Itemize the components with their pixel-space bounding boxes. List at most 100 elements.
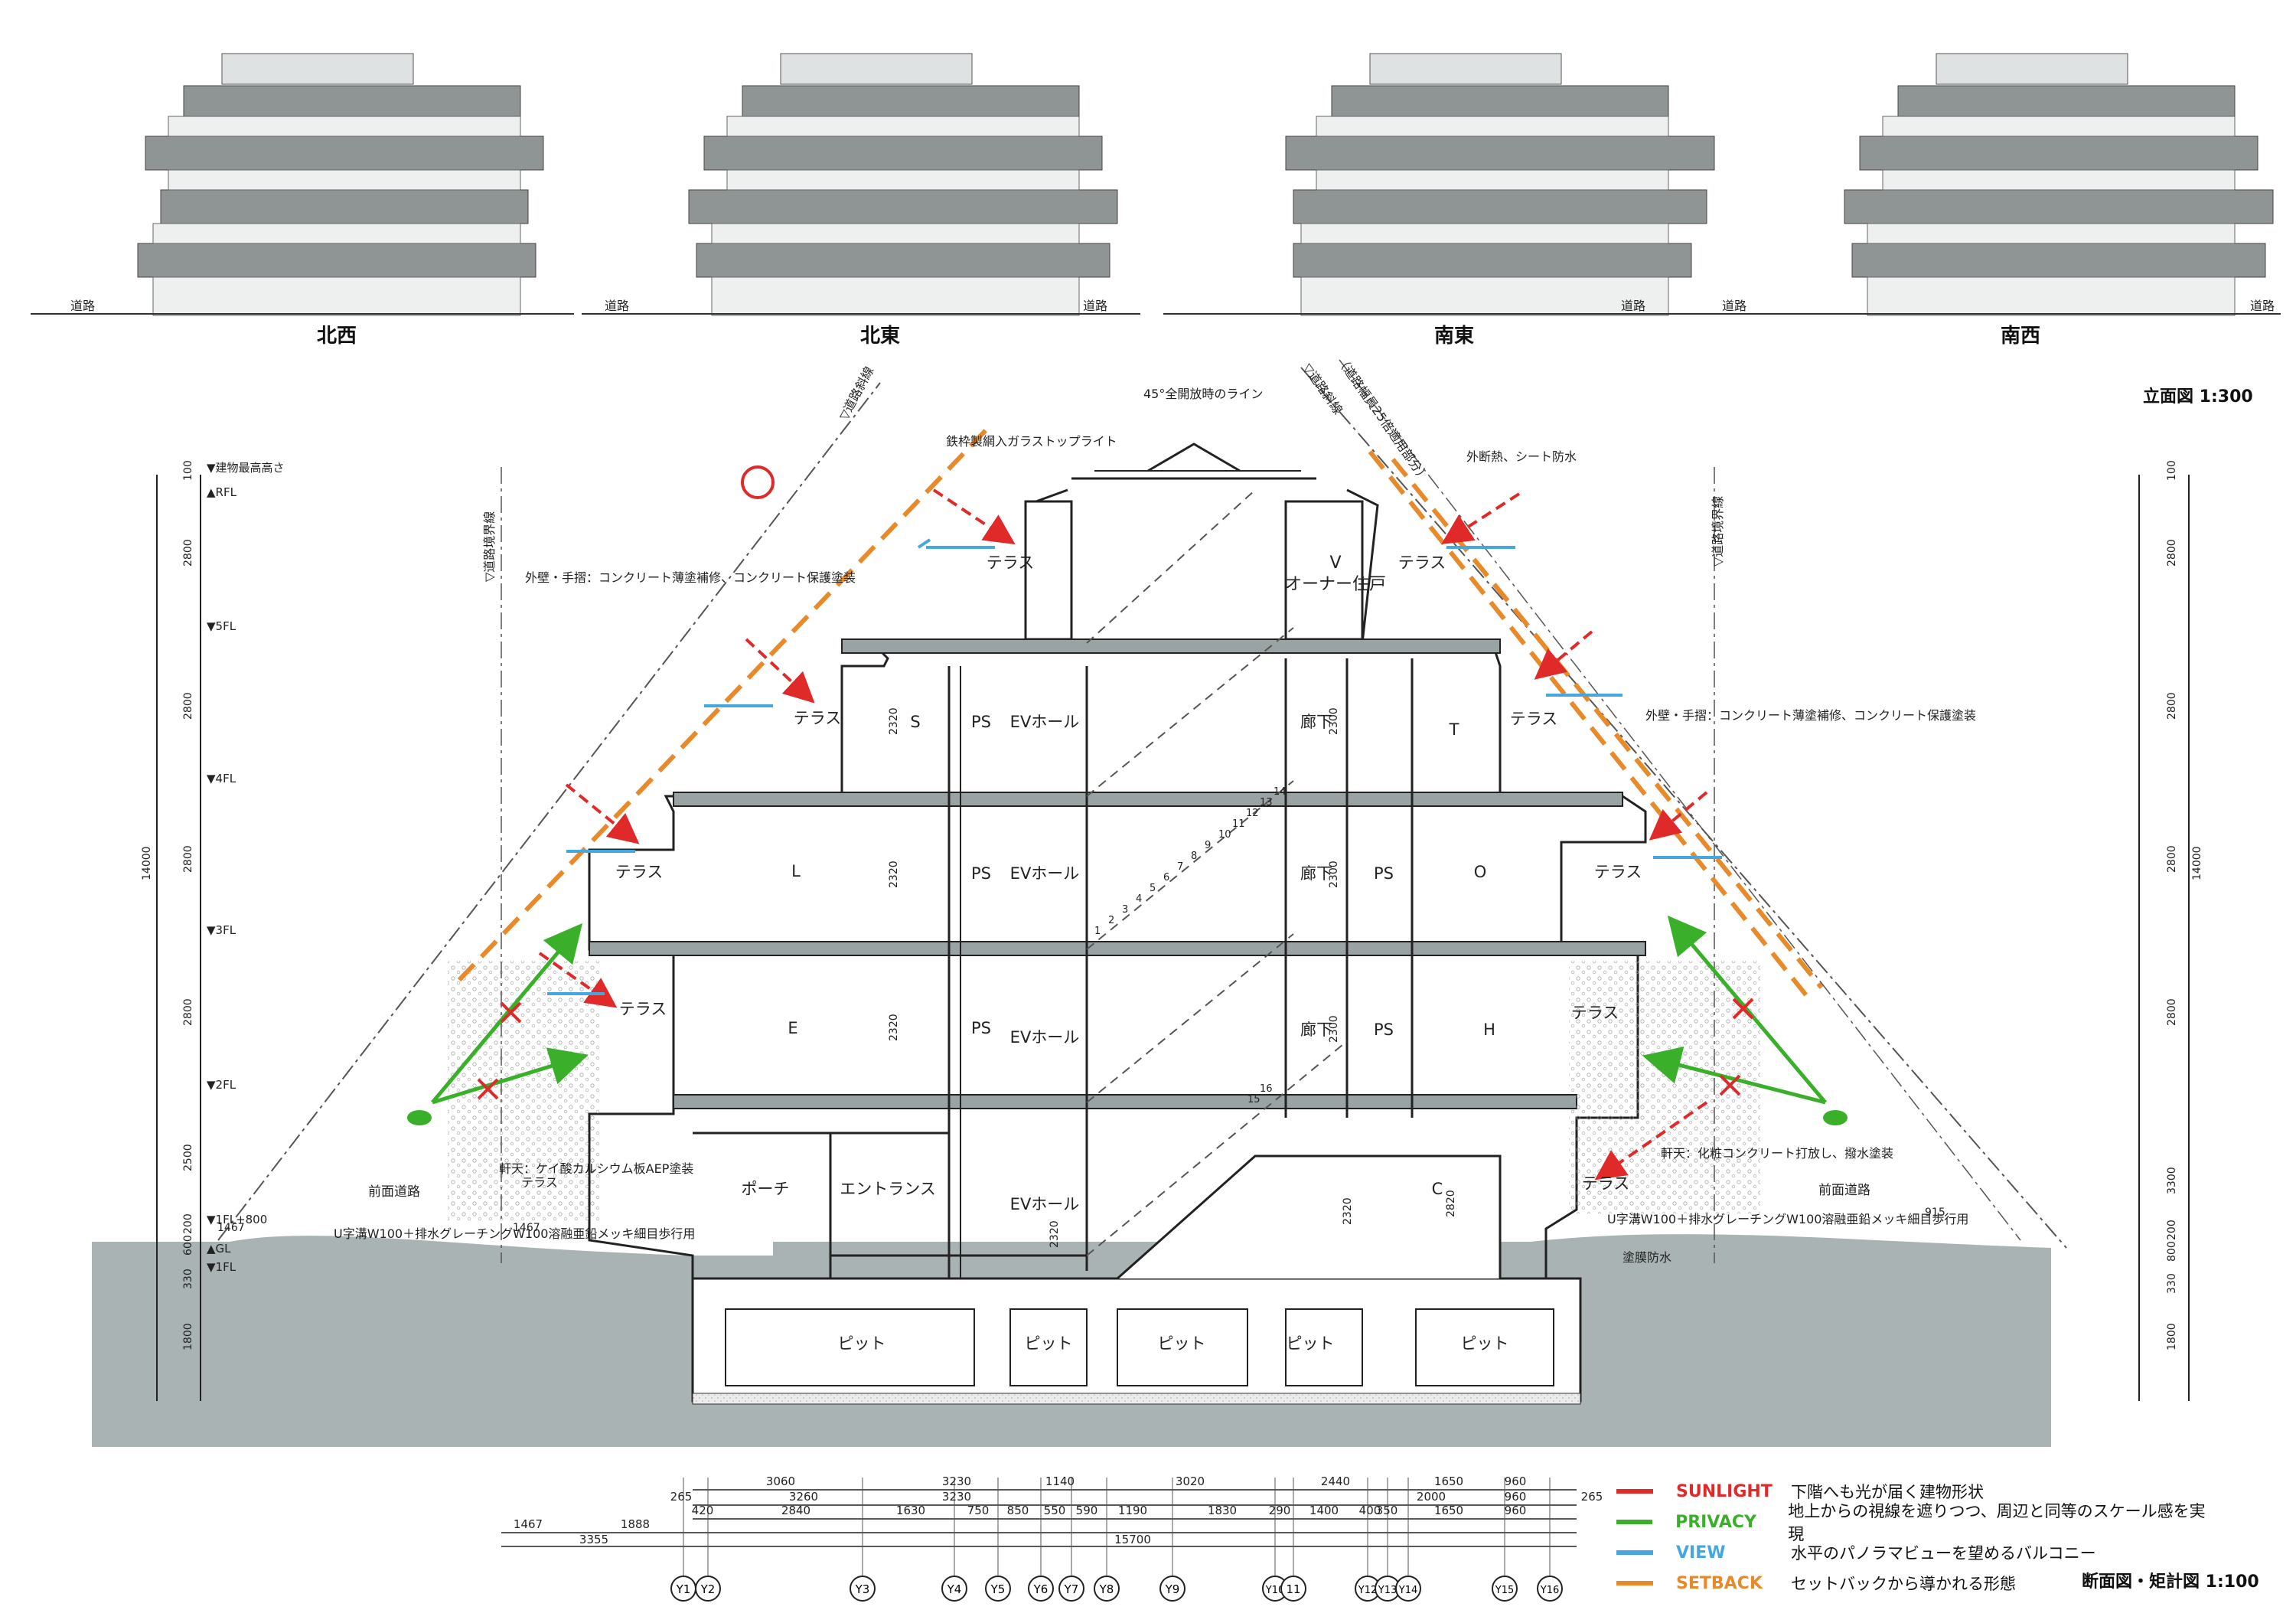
- corridor-1: 廊下: [1300, 713, 1332, 731]
- stair-number: 3: [1122, 904, 1128, 916]
- room-owner: オーナー住戸: [1285, 575, 1386, 594]
- svg-text:2800: 2800: [182, 692, 194, 720]
- svg-text:14000: 14000: [2191, 846, 2203, 880]
- note-gutter-right: U字溝W100＋排水グレーチングW100溶融亜鉛メッキ細目歩行用: [1607, 1212, 1968, 1226]
- legend-desc: セットバックから導かれる形態: [1791, 1575, 2016, 1593]
- svg-text:▼1FL+800: ▼1FL+800: [207, 1213, 267, 1226]
- dimension-value: 1888: [621, 1517, 650, 1531]
- legend-name: PRIVACY: [1675, 1512, 1756, 1532]
- dimension-value: 750: [967, 1504, 990, 1517]
- grid-axis-bubble: [1028, 1576, 1054, 1602]
- dimension-value: 590: [1076, 1504, 1098, 1517]
- svg-text:2320: 2320: [888, 1014, 900, 1041]
- stair-number: 1: [1094, 926, 1101, 937]
- svg-text:2820: 2820: [1445, 1190, 1457, 1217]
- grid-axis-label: Y5: [990, 1582, 1006, 1596]
- note-road-slope: ▽道路斜線: [837, 364, 877, 423]
- svg-text:1467: 1467: [513, 1222, 540, 1234]
- dimension-value: 1830: [1208, 1504, 1237, 1517]
- ps-5: PS: [1374, 1020, 1394, 1039]
- grid-axis-bubble: [1280, 1576, 1306, 1602]
- note-toplight: 鉄枠製網入ガラストップライト: [946, 434, 1117, 449]
- eye-icon-right: [1823, 1110, 1848, 1125]
- stair-number: 12: [1246, 808, 1259, 819]
- dimension-value: 2840: [781, 1504, 810, 1517]
- legend-swatch: [1616, 1581, 1653, 1585]
- dimension-value: 1190: [1118, 1504, 1147, 1517]
- grid-axis-label: Y15: [1495, 1585, 1514, 1596]
- note-wall-right: 外壁・手摺：コンクリート薄塗補修、コンクリート保護塗装: [1645, 708, 1976, 723]
- dimension-value: 400: [1359, 1504, 1381, 1517]
- svg-text:1800: 1800: [2166, 1323, 2178, 1350]
- dimension-value: 3355: [579, 1533, 608, 1546]
- sunlight-arrows: [538, 488, 1708, 1181]
- stair-number: 16: [1260, 1083, 1273, 1095]
- grid-axis-bubble: [985, 1576, 1011, 1602]
- stair-number: 8: [1191, 851, 1197, 862]
- section-scale: 断面図・矩計図 1:100: [2082, 1572, 2259, 1592]
- dimension-value: 1140: [1045, 1474, 1075, 1488]
- elevation-row: [31, 53, 2281, 316]
- note-boundary-left: ▽道路境界線: [482, 511, 497, 582]
- dimension-value: 3230: [942, 1490, 971, 1504]
- svg-text:600: 600: [182, 1235, 194, 1256]
- elevation-caption-southeast: 南東: [1433, 325, 1474, 348]
- room-c: C: [1432, 1180, 1443, 1198]
- ps-3: PS: [1374, 864, 1394, 883]
- svg-text:1800: 1800: [182, 1323, 194, 1350]
- pit-1: ピット: [838, 1334, 886, 1353]
- grid-axis-label: Y14: [1398, 1585, 1417, 1596]
- stair-number: 4: [1136, 893, 1142, 905]
- legend-row-sunlight: SUNLIGHT 下階へも光が届く建物形状: [1616, 1476, 2213, 1507]
- svg-text:▼建物最高高さ: ▼建物最高高さ: [207, 461, 285, 475]
- dimension-value: 2440: [1321, 1474, 1350, 1488]
- elevation-northwest: [31, 53, 574, 316]
- grid-axis-label: Y9: [1165, 1582, 1180, 1596]
- eye-icon-left: [407, 1110, 432, 1125]
- svg-text:2300: 2300: [1328, 707, 1340, 735]
- legend-desc: 下階へも光が届く建物形状: [1791, 1483, 1984, 1501]
- svg-text:14000: 14000: [141, 846, 153, 880]
- dimension-value: 850: [1007, 1504, 1029, 1517]
- grid-axis-label: Y6: [1033, 1582, 1049, 1596]
- dimension-value: 15700: [1114, 1533, 1151, 1546]
- pit-2: ピット: [1025, 1334, 1073, 1353]
- inner-dims: 2320 2320 2320 2320 2820 2300 2300 2300 …: [217, 707, 1945, 1248]
- grid-axis-label: Y2: [700, 1582, 716, 1596]
- svg-text:2800: 2800: [182, 998, 194, 1026]
- ps-2: PS: [971, 864, 991, 883]
- room-e: E: [788, 1019, 797, 1037]
- grid-axis-bubble: [941, 1576, 967, 1602]
- svg-text:800: 800: [2166, 1241, 2178, 1262]
- porch: ポーチ: [742, 1180, 790, 1198]
- svg-text:2320: 2320: [1049, 1220, 1061, 1248]
- elevation-southeast: [1163, 53, 1715, 316]
- svg-text:915: 915: [1925, 1207, 1945, 1219]
- dimension-value: 3060: [766, 1474, 795, 1488]
- svg-text:2320: 2320: [888, 707, 900, 735]
- road-label-1: 道路: [70, 299, 96, 313]
- grid-axis-label: Y12: [1358, 1585, 1377, 1596]
- grid-axis-label: Y3: [855, 1582, 870, 1596]
- view-arrows: [547, 538, 1722, 995]
- room-s: S: [910, 713, 920, 731]
- note-road-slope-right: ▽道路斜線: [1300, 361, 1345, 416]
- front-road-right: 前面道路: [1818, 1183, 1870, 1198]
- stair-number: 7: [1177, 861, 1183, 873]
- legend-row-view: VIEW 水平のパノラマビューを望めるバルコニー: [1616, 1537, 2213, 1568]
- svg-text:▲GL: ▲GL: [207, 1242, 231, 1256]
- ps-1: PS: [971, 713, 991, 731]
- note-boundary-right: ▽道路境界線: [1711, 496, 1725, 567]
- ev-hall-2: EVホール: [1010, 864, 1080, 883]
- room-t: T: [1449, 720, 1459, 739]
- note-soffit-left: 軒天：ケイ酸カルシウム板AEP塗装: [499, 1161, 693, 1176]
- dimension-value: 1650: [1434, 1504, 1463, 1517]
- elevation-caption-southwest: 南西: [2000, 325, 2040, 348]
- block-x-marks: [477, 998, 1754, 1100]
- dimension-value: 960: [1505, 1474, 1527, 1488]
- road-label-4: 道路: [1621, 299, 1646, 313]
- dimension-value: 265: [670, 1490, 693, 1504]
